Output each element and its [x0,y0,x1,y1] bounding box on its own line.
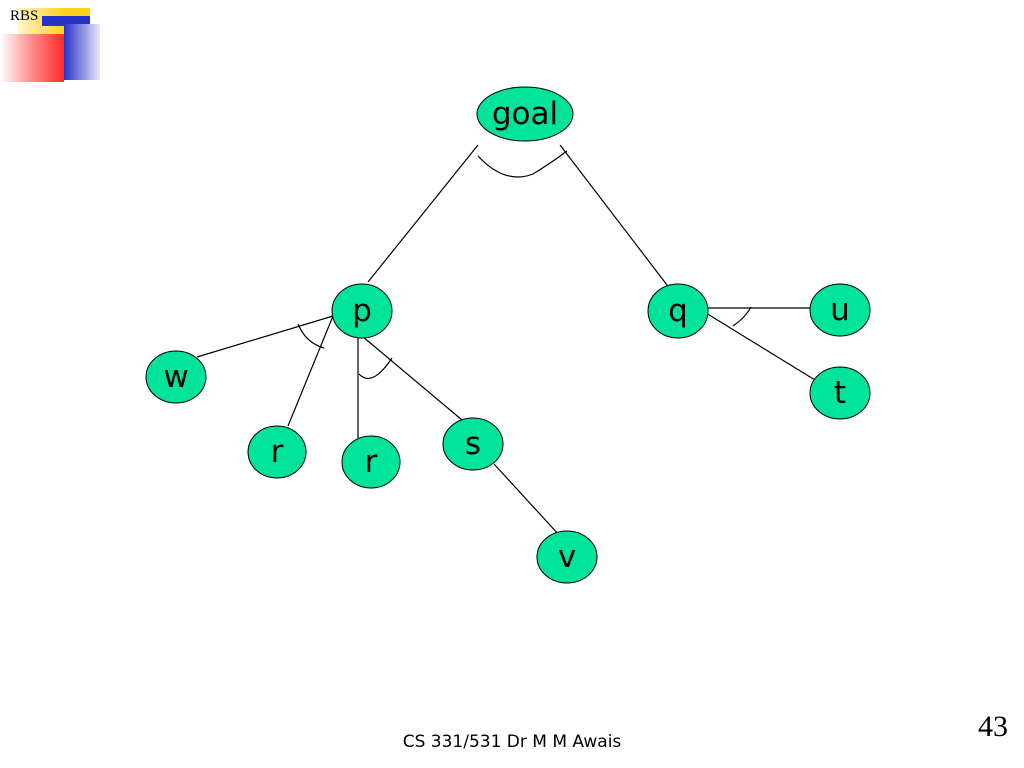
node-v: v [536,530,598,584]
logo-graphic [0,8,100,82]
edge-p-r1 [287,315,334,427]
node-shape-p [331,283,393,339]
node-label-goal: goal [492,96,558,132]
node-label-u: u [830,292,850,328]
page-number: 43 [978,710,1008,743]
node-label-q: q [668,293,688,329]
node-w: w [145,350,207,404]
node-shape-s [442,417,504,471]
node-t: t [809,366,871,420]
edge-goal-q [559,144,668,286]
and-arc-p-w-r1 [297,323,325,349]
node-label-p: p [352,293,372,329]
node-goal: goal [476,86,574,142]
node-shape-r2 [341,435,401,489]
and-arcs-group [297,150,752,379]
node-label-w: w [163,359,188,395]
nodes-group: goal p q u t w r r s v [145,86,871,584]
node-shape-t [809,366,871,420]
footer-text: CS 331/531 Dr M M Awais [402,732,622,752]
and-arc-goal-p-q [477,150,568,178]
node-shape-q [647,283,709,339]
node-shape-goal [476,86,574,142]
node-label-r2: r [365,444,378,480]
and-arc-q-u-t [732,306,752,327]
node-label-r1: r [271,434,284,470]
node-label-t: t [834,375,846,411]
node-shape-u [809,283,871,337]
node-q: q [647,283,709,339]
edge-p-w [196,315,334,358]
node-r1: r [247,425,307,479]
node-shape-v [536,530,598,584]
edge-q-t [705,312,816,381]
node-shape-r1 [247,425,307,479]
logo-text: RBS [10,8,39,24]
and-or-tree-diagram: goal p q u t w r r s v [145,86,871,584]
node-s: s [442,417,504,471]
node-r2: r [341,435,401,489]
edge-goal-p [367,144,479,283]
node-u: u [809,283,871,337]
node-p: p [331,283,393,339]
node-shape-w [145,350,207,404]
node-label-v: v [558,539,576,575]
rbs-logo: RBS [0,0,100,82]
node-label-s: s [465,426,481,462]
and-arc-p-r2-s [358,357,393,379]
edge-s-v [493,463,561,537]
edges-group [196,144,816,537]
edge-p-s [361,335,463,421]
